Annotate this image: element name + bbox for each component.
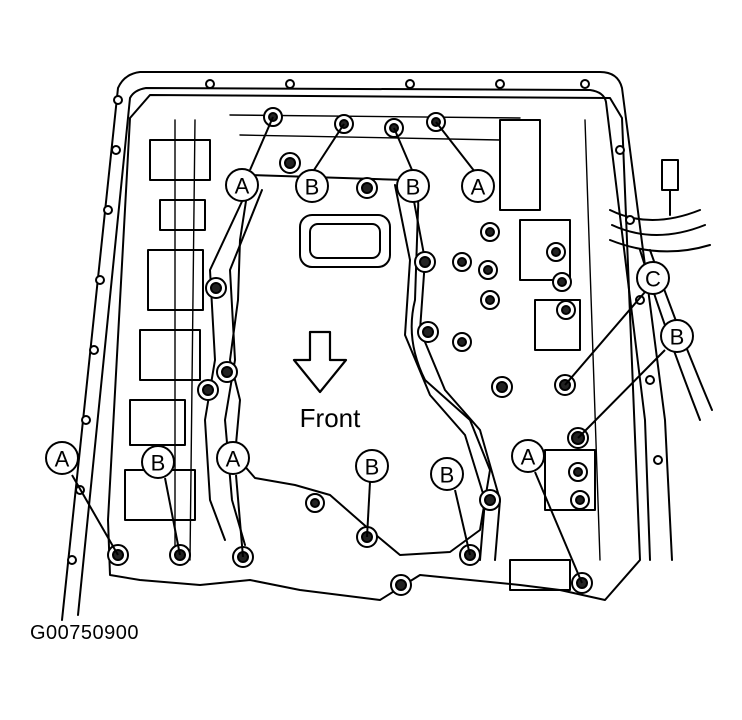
valve-body-outline	[107, 94, 641, 601]
bolt	[279, 152, 301, 174]
bolt	[568, 462, 588, 482]
bolt	[546, 242, 566, 262]
bolt	[452, 332, 472, 352]
callout-letter: C	[645, 267, 661, 292]
callout-letter: B	[670, 325, 685, 350]
bolt	[552, 272, 572, 292]
callout-b-right: B	[660, 319, 694, 353]
bolt	[480, 222, 500, 242]
callout-letter: A	[471, 175, 486, 200]
callout-a-bottom-left: A	[45, 441, 79, 475]
bolt	[452, 252, 472, 272]
callout-b-top-right: B	[396, 169, 430, 203]
callout-letter: B	[151, 451, 166, 476]
callout-letter: B	[440, 463, 455, 488]
bolt	[417, 321, 439, 343]
callout-letter: A	[235, 174, 250, 199]
bolt	[356, 177, 378, 199]
bolt	[478, 260, 498, 280]
bolt	[491, 376, 513, 398]
bolt	[305, 493, 325, 513]
callout-a-top-right: A	[461, 169, 495, 203]
front-direction-label: Front	[300, 403, 361, 433]
bolt-group	[107, 107, 593, 596]
callout-c-right: C	[636, 261, 670, 295]
callout-a-top-left: A	[225, 168, 259, 202]
callout-b-bottom-center: B	[355, 449, 389, 483]
bolt	[414, 251, 436, 273]
center-window	[229, 174, 491, 556]
callout-letter: A	[521, 445, 536, 470]
bolt	[479, 489, 501, 511]
bolt	[480, 290, 500, 310]
callout-b-bottom-left: B	[141, 445, 175, 479]
bolt	[570, 490, 590, 510]
callout-b-top-left: B	[295, 169, 329, 203]
bolt	[205, 277, 227, 299]
callout-a-bottom-mid-left: A	[216, 441, 250, 475]
bolt	[556, 300, 576, 320]
bolt	[197, 379, 219, 401]
case-inner-outline	[77, 87, 651, 616]
bolt	[216, 361, 238, 383]
case-flange-outline	[61, 71, 673, 621]
callout-letter: B	[305, 175, 320, 200]
bolt	[390, 574, 412, 596]
callout-b-bottom-mid-right: B	[430, 457, 464, 491]
callout-letter: A	[226, 447, 241, 472]
figure-id: G00750900	[30, 622, 140, 644]
callout-a-bottom-right: A	[511, 439, 545, 473]
callout-letter: B	[365, 455, 380, 480]
front-arrow-icon	[292, 330, 348, 394]
callouts: A B B A C B A B A B B A	[45, 168, 694, 491]
callout-letter: B	[406, 175, 421, 200]
callout-letter: A	[55, 447, 70, 472]
